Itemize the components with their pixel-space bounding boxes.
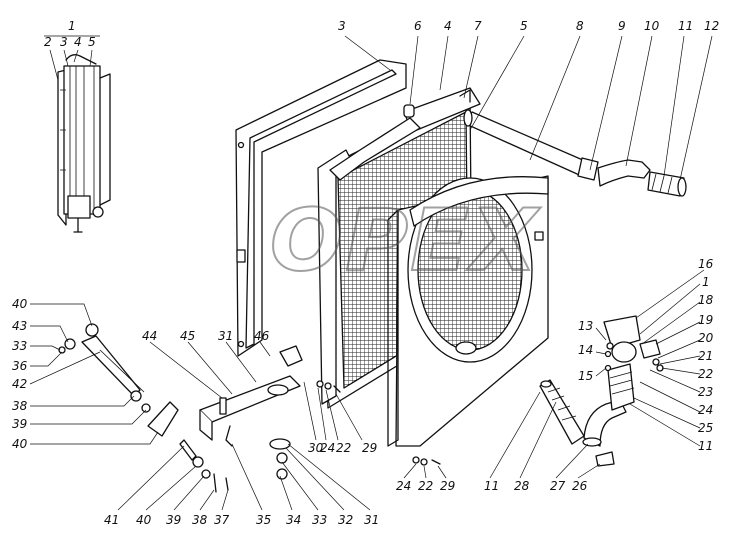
callout-labels: 1 2 3 4 5 3 6 4 7 5 8 9 10 11 12 16 1 18…: [12, 19, 719, 527]
callout-45: 45: [180, 329, 195, 343]
callout-12: 12: [704, 19, 719, 33]
callout-11: 11: [698, 439, 713, 453]
callout-32: 32: [338, 513, 353, 527]
lower-piping: [539, 315, 664, 467]
callout-39: 39: [12, 417, 27, 431]
lower-bracket: [199, 345, 303, 450]
upper-frame: [235, 59, 407, 357]
callout-3: 3: [60, 35, 68, 49]
fasteners-lower: [316, 380, 441, 466]
callout-34: 34: [286, 513, 301, 527]
callout-22: 22: [336, 441, 351, 455]
callout-11: 11: [484, 479, 499, 493]
callout-30: 30: [308, 441, 324, 455]
callout-29: 29: [440, 479, 455, 493]
callout-19: 19: [698, 313, 713, 327]
callout-28: 28: [514, 479, 530, 493]
callout-36: 36: [12, 359, 28, 373]
callout-16: 16: [698, 257, 714, 271]
callout-31: 31: [218, 329, 233, 343]
callout-23: 23: [698, 385, 713, 399]
callout-38: 38: [12, 399, 28, 413]
callout-14: 14: [578, 343, 593, 357]
callout-39: 39: [166, 513, 181, 527]
callout-24: 24: [396, 479, 411, 493]
callout-40: 40: [12, 437, 28, 451]
callout-1: 1: [702, 275, 710, 289]
callout-11: 11: [678, 19, 693, 33]
callout-42: 42: [12, 377, 27, 391]
callout-40: 40: [12, 297, 28, 311]
callout-27: 27: [550, 479, 566, 493]
callout-35: 35: [256, 513, 271, 527]
callout-33: 33: [312, 513, 327, 527]
callout-8: 8: [576, 19, 584, 33]
callout-4: 4: [444, 19, 452, 33]
watermark-logo: OPEX: [270, 191, 541, 291]
callout-4: 4: [74, 35, 82, 49]
callout-10: 10: [644, 19, 660, 33]
callout-20: 20: [698, 331, 714, 345]
callout-41: 41: [104, 513, 119, 527]
callout-3: 3: [338, 19, 346, 33]
callout-40: 40: [136, 513, 152, 527]
callout-6: 6: [414, 19, 422, 33]
callout-7: 7: [474, 19, 482, 33]
callout-43: 43: [12, 319, 27, 333]
callout-13: 13: [578, 319, 593, 333]
callout-22: 22: [698, 367, 713, 381]
callout-46: 46: [254, 329, 270, 343]
callout-22: 22: [418, 479, 433, 493]
callout-9: 9: [618, 19, 626, 33]
leader-lines: [29, 35, 713, 511]
callout-5: 5: [520, 19, 528, 33]
callout-26: 26: [572, 479, 588, 493]
callout-1: 1: [68, 19, 76, 33]
callout-18: 18: [698, 293, 714, 307]
callout-24: 24: [698, 403, 713, 417]
callout-25: 25: [698, 421, 713, 435]
callout-33: 33: [12, 339, 27, 353]
callout-38: 38: [192, 513, 208, 527]
callout-37: 37: [214, 513, 230, 527]
side-view-inset: [57, 54, 111, 233]
fan-shroud: [387, 175, 549, 447]
callout-5: 5: [88, 35, 96, 49]
upper-hoses: [463, 109, 687, 197]
tie-rod: [58, 323, 288, 493]
callout-21: 21: [698, 349, 713, 363]
callout-24: 24: [320, 441, 335, 455]
callout-44: 44: [142, 329, 157, 343]
callout-15: 15: [578, 369, 593, 383]
callout-31: 31: [364, 513, 379, 527]
callout-29: 29: [362, 441, 377, 455]
callout-2: 2: [44, 35, 52, 49]
